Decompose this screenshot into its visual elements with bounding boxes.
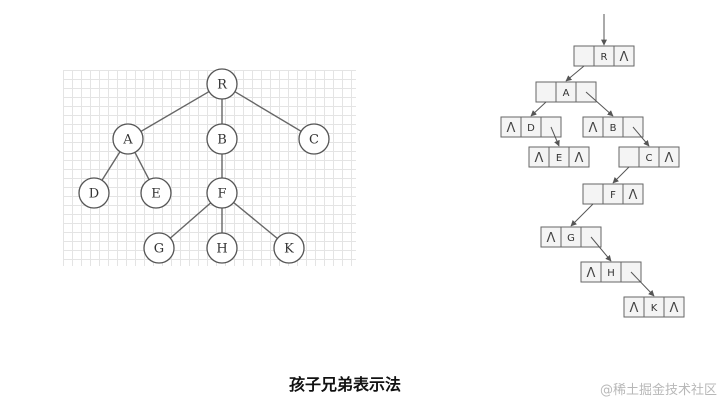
child-pointer-A-D <box>530 101 547 117</box>
tree-node-circle <box>143 232 175 264</box>
tree-edge-F-K <box>233 201 278 240</box>
tree-node-b: B <box>206 123 238 155</box>
tree-node-circle <box>206 68 238 100</box>
sibling-pointer-B-C <box>632 126 650 147</box>
linked-node-label: A <box>563 88 570 99</box>
null-sibling-pointer: Λ <box>620 50 629 65</box>
linked-node-box <box>540 226 602 248</box>
tree-edge-R-A <box>140 90 210 133</box>
linked-node-b: BΛ <box>582 116 644 138</box>
null-sibling-pointer: Λ <box>629 188 638 203</box>
grid-background <box>63 70 356 266</box>
tree-node-c: C <box>298 123 330 155</box>
linked-node-label: B <box>610 123 617 134</box>
null-child-pointer: Λ <box>630 301 639 316</box>
linked-node-box <box>618 146 680 168</box>
tree-node-d: D <box>78 177 110 209</box>
linked-node-box <box>573 45 635 67</box>
tree-node-label: K <box>284 242 294 257</box>
tree-node-circle <box>112 123 144 155</box>
linked-node-label: R <box>601 52 608 63</box>
linked-node-label: F <box>610 190 616 201</box>
null-child-pointer: Λ <box>547 231 556 246</box>
child-pointer-F-G <box>570 203 594 227</box>
tree-node-r: R <box>206 68 238 100</box>
linked-node-box <box>528 146 590 168</box>
tree-node-a: A <box>112 123 144 155</box>
tree-node-label: R <box>217 78 228 93</box>
tree-node-label: E <box>151 187 161 202</box>
linked-node-label: C <box>646 153 653 164</box>
null-child-pointer: Λ <box>507 121 516 136</box>
null-sibling-pointer: Λ <box>665 151 674 166</box>
linked-node-label: E <box>556 153 562 164</box>
null-sibling-pointer: Λ <box>575 151 584 166</box>
linked-node-box <box>535 81 597 103</box>
linked-node-box <box>623 296 685 318</box>
tree-node-e: E <box>140 177 172 209</box>
linked-node-box <box>500 116 562 138</box>
tree-node-label: A <box>122 133 133 148</box>
tree-node-circle <box>298 123 330 155</box>
tree-node-circle <box>78 177 110 209</box>
tree-node-circle <box>206 123 238 155</box>
tree-node-g: G <box>143 232 175 264</box>
child-pointer-C-F <box>612 166 630 184</box>
tree-node-label: H <box>216 242 227 257</box>
tree-node-circle <box>140 177 172 209</box>
linked-node-h: HΛ <box>580 261 642 283</box>
sibling-pointer-G-H <box>590 236 612 262</box>
tree-edge-R-C <box>234 91 302 132</box>
tree-node-circle <box>206 232 238 264</box>
tree-node-circle <box>273 232 305 264</box>
tree-edge-F-G <box>169 202 212 239</box>
tree-node-label: F <box>217 187 226 202</box>
null-child-pointer: Λ <box>535 151 544 166</box>
figure-caption: 孩子兄弟表示法 <box>288 375 401 394</box>
tree-node-h: H <box>206 232 238 264</box>
linked-node-box <box>580 261 642 283</box>
tree-node-f: F <box>206 177 238 209</box>
tree-node-label: D <box>89 187 99 202</box>
sibling-pointer-A-B <box>585 91 614 117</box>
tree-edge-A-E <box>134 151 150 181</box>
tree-node-label: G <box>154 242 164 257</box>
tree-node-circle <box>206 177 238 209</box>
linked-node-a: A <box>535 81 597 103</box>
linked-node-d: DΛ <box>500 116 562 138</box>
linked-node-label: K <box>651 303 658 314</box>
tree-node-k: K <box>273 232 305 264</box>
linked-node-box <box>582 183 644 205</box>
null-sibling-pointer: Λ <box>670 301 679 316</box>
sibling-pointer-D-E <box>550 126 560 147</box>
linked-node-label: H <box>607 268 615 279</box>
linked-node-g: GΛ <box>540 226 602 248</box>
linked-node-label: D <box>527 123 535 134</box>
linked-node-label: G <box>567 233 575 244</box>
tree-node-label: C <box>309 133 319 148</box>
linked-node-box <box>582 116 644 138</box>
sibling-pointer-H-K <box>630 271 655 297</box>
child-pointer-R-A <box>565 65 585 82</box>
watermark: @稀土掘金技术社区 <box>599 383 717 398</box>
tree-node-label: B <box>217 133 227 148</box>
null-child-pointer: Λ <box>589 121 598 136</box>
null-child-pointer: Λ <box>587 266 596 281</box>
tree-edge-A-D <box>101 151 121 181</box>
